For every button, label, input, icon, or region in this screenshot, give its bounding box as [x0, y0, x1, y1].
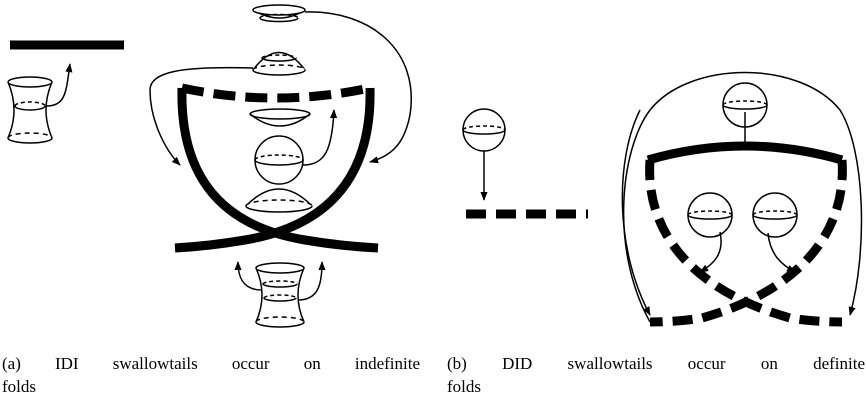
- arrow-hourglass-up-left: [234, 261, 263, 291]
- arrow-pair-right-down: [767, 232, 796, 273]
- caption-b: (b) DID swallowtails occur on definite f…: [447, 352, 865, 398]
- fold-solid-right: [174, 87, 375, 253]
- arrow-bowl-to-right: [304, 11, 412, 164]
- hood-top: [252, 51, 306, 76]
- caption-a-line1: (a) IDI swallowtails occur on indefinite: [2, 354, 420, 373]
- lens-upper: [249, 108, 311, 127]
- sphere-left: [462, 108, 506, 152]
- hourglass-left: [7, 76, 53, 144]
- fold-dashed-top: [181, 83, 371, 103]
- caption-a-line2: folds: [2, 377, 36, 396]
- fold-solid-left: [177, 87, 379, 253]
- arrow-hourglass-to-line: [45, 63, 73, 107]
- bowl-top: [252, 4, 306, 23]
- fold-dashed-left: [645, 159, 843, 327]
- sphere-middle: [254, 135, 304, 185]
- sphere-top: [722, 82, 768, 128]
- arrow-sphere-up: [302, 109, 338, 166]
- caption-b-line1: (b) DID swallowtails occur on definite: [447, 354, 865, 373]
- arrow-hood-to-left: [149, 66, 254, 166]
- caption-a: (a) IDI swallowtails occur on indefinite…: [2, 352, 420, 398]
- arrow-hourglass-up-right: [297, 261, 326, 301]
- caption-b-line2: folds: [447, 377, 481, 396]
- sphere-pair-left: [687, 192, 733, 238]
- panel-a: [7, 4, 412, 328]
- arrow-pair-left-down: [699, 231, 722, 273]
- arrow-outer-loop-right: [622, 71, 863, 323]
- arrow-outer-loop-left: [621, 109, 651, 316]
- sphere-pair-right: [752, 192, 798, 238]
- panel-b: [462, 71, 863, 327]
- swallowtail-figure: [7, 4, 863, 328]
- hourglass-bottom: [255, 262, 305, 328]
- fold-dashed-right: [649, 159, 847, 327]
- lens-lower: [245, 188, 313, 213]
